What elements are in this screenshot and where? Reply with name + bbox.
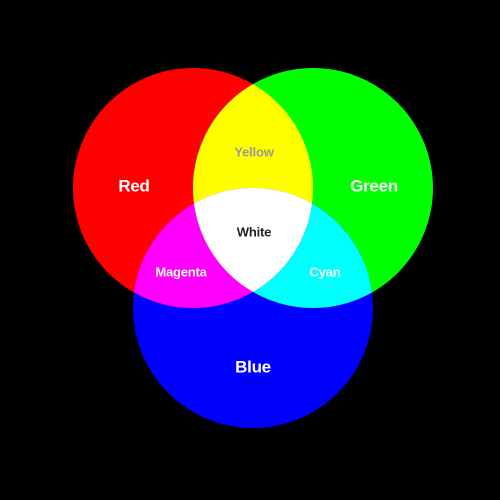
cyan-overlap <box>193 188 373 308</box>
green-label: Green <box>350 177 398 196</box>
yellow-label: Yellow <box>234 145 274 160</box>
white-label: White <box>237 225 271 240</box>
magenta-label: Magenta <box>155 265 207 280</box>
red-label: Red <box>118 177 149 196</box>
cyan-label: Cyan <box>310 265 341 280</box>
blue-label: Blue <box>235 358 271 377</box>
